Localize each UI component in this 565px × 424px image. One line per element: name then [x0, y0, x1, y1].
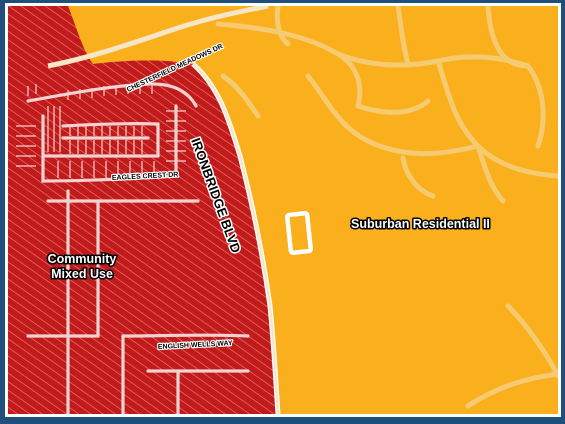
suburban-streets	[215, 6, 558, 409]
label-community-line1: Community	[48, 252, 117, 266]
road-chesterfield-meadows	[47, 6, 269, 69]
zoning-map-canvas: Suburban Residential II Community Mixed …	[8, 6, 558, 414]
road-ironbridge-blvd	[192, 63, 280, 414]
zoning-map[interactable]: Suburban Residential II Community Mixed …	[5, 3, 561, 417]
label-suburban-residential: Suburban Residential II	[351, 217, 490, 231]
subject-parcel-outline[interactable]	[285, 211, 313, 255]
label-community-line2: Mixed Use	[51, 267, 113, 281]
subdivision-lots	[16, 84, 186, 178]
subdivision-streets	[26, 82, 250, 414]
zone-community-mixed-use[interactable]	[8, 6, 278, 414]
